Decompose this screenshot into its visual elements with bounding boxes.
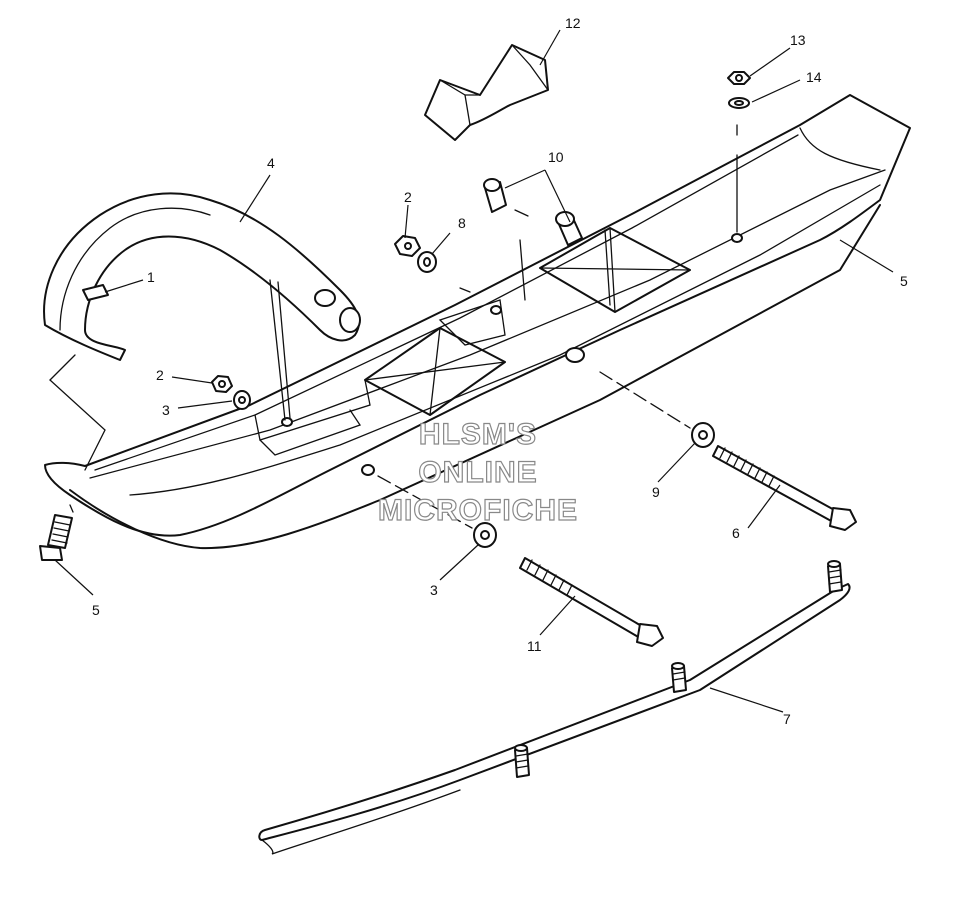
bolt-13 — [519, 557, 664, 647]
watermark: HLSM'S ONLINE MICROFICHE — [377, 417, 578, 527]
callout-11: 6 — [732, 525, 740, 541]
watermark-line-1: HLSM'S — [419, 418, 537, 451]
watermark-line-3: MICROFICHE — [378, 494, 578, 527]
callout-2-upper: 2 — [404, 189, 412, 205]
callout-8: 13 — [790, 32, 806, 48]
bushing-6b — [555, 211, 583, 246]
washer-5-right — [691, 422, 715, 448]
callout-3-lower: 3 — [430, 582, 438, 598]
ski-body — [44, 94, 911, 550]
damper-block — [424, 44, 549, 141]
callout-5-right: 9 — [652, 484, 660, 500]
nut-8 — [727, 71, 751, 85]
callout-12: 7 — [783, 711, 791, 727]
washer-5-upper — [417, 251, 437, 273]
handle-grip — [82, 284, 109, 301]
washer-3-lower — [473, 522, 497, 548]
washer-3-upper — [233, 390, 251, 410]
callout-14: 5 — [92, 602, 100, 618]
nut-2-lower — [211, 375, 233, 393]
callout-3-upper: 3 — [162, 402, 170, 418]
callout-5-upper: 8 — [458, 215, 466, 231]
screw-14 — [39, 514, 73, 561]
bushing-6a — [483, 178, 507, 213]
callout-6: 10 — [548, 149, 564, 165]
wear-bar — [258, 560, 851, 855]
callout-2-lower: 2 — [156, 367, 164, 383]
callout-13: 11 — [527, 638, 542, 654]
washer-9 — [728, 97, 750, 109]
bolt-11 — [712, 445, 857, 531]
ski-loop-handle — [43, 192, 361, 361]
watermark-line-2: ONLINE — [418, 456, 537, 489]
callout-1: 1 — [147, 269, 155, 285]
callout-7: 12 — [565, 15, 581, 31]
callout-4: 4 — [267, 155, 275, 171]
nut-2-upper — [394, 235, 421, 257]
callout-10: 5 — [900, 273, 908, 289]
callout-9: 14 — [806, 69, 822, 85]
